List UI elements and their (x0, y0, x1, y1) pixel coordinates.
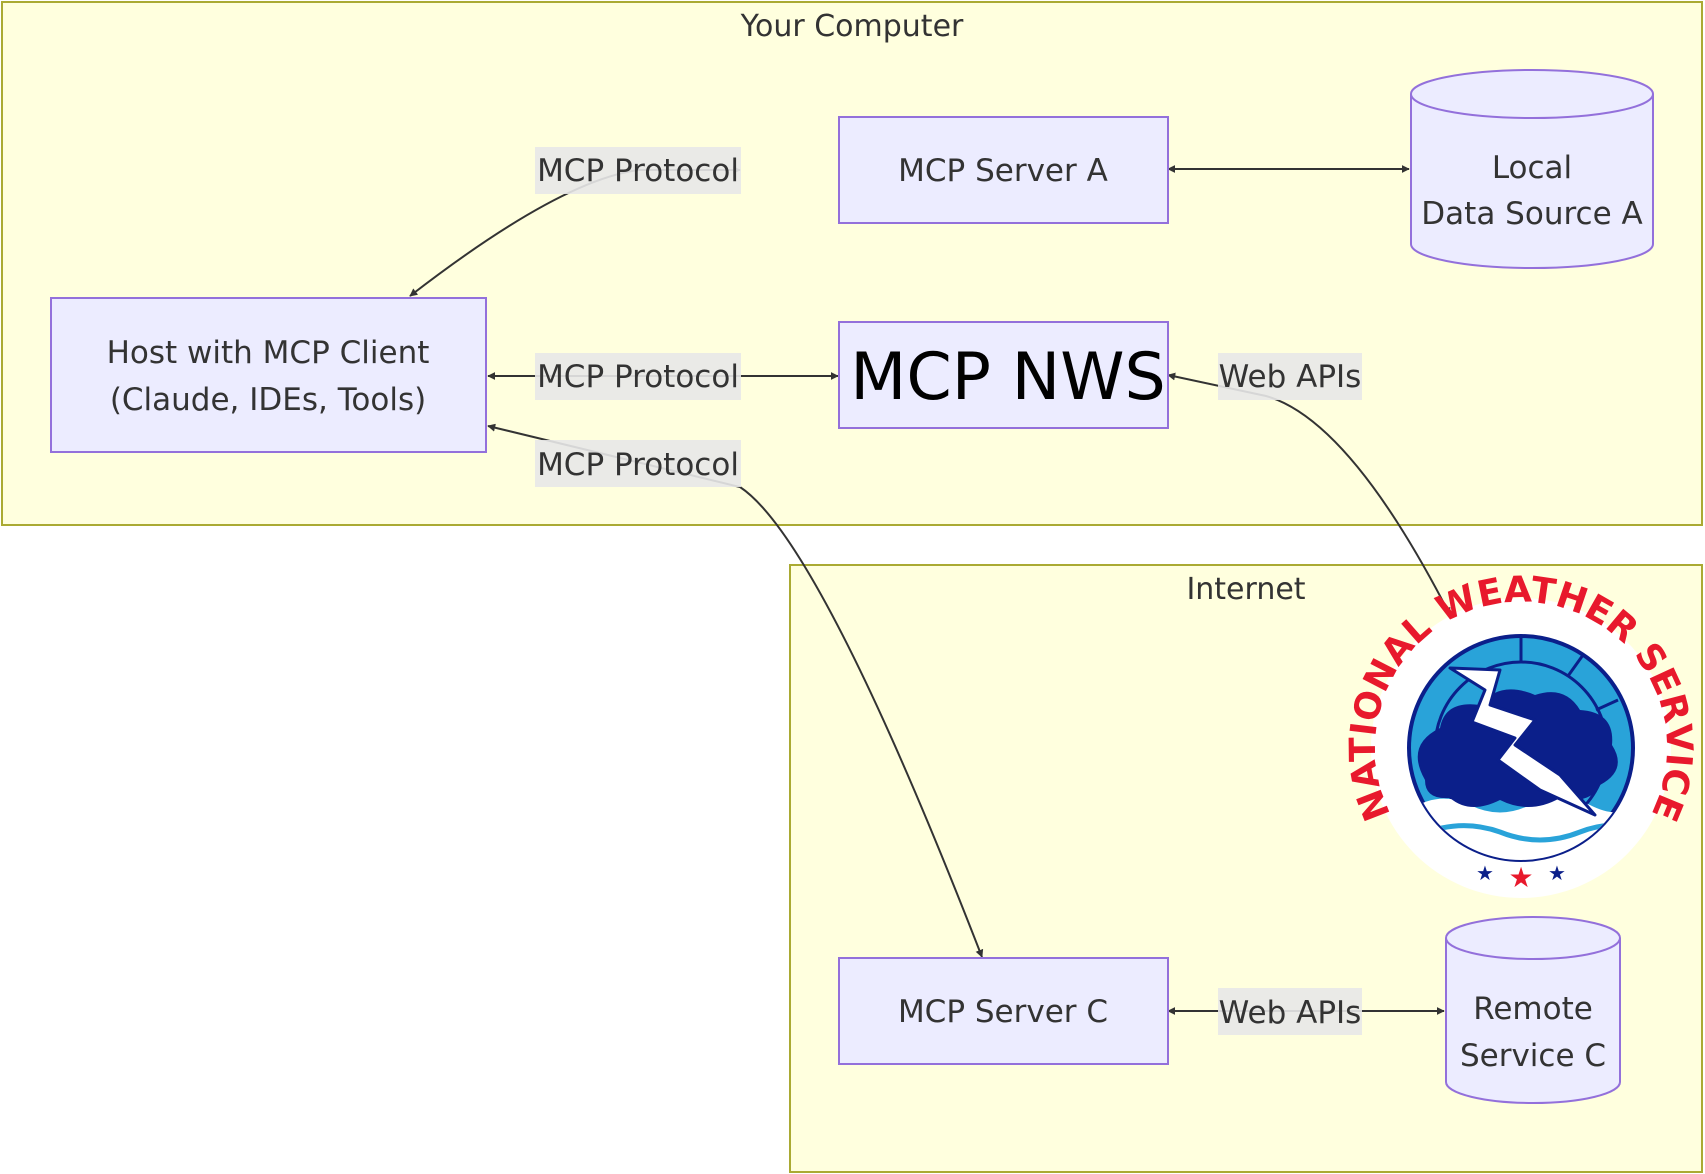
edge-label-c-remote: Web APIs (1218, 988, 1362, 1035)
node-mcp-nws[interactable]: MCP NWS (838, 321, 1169, 429)
cluster-your-computer-title: Your Computer (740, 9, 964, 44)
edge-label-host-a: MCP Protocol (535, 147, 741, 194)
svg-text:★: ★ (1508, 861, 1533, 894)
node-mcp-server-a[interactable]: MCP Server A (838, 116, 1169, 224)
node-remote-service-c[interactable]: Remote Service C (1445, 916, 1621, 1104)
edge-label-host-nws: MCP Protocol (535, 353, 741, 400)
cluster-internet-title: Internet (1186, 572, 1305, 607)
svg-text:Remote: Remote (1473, 991, 1593, 1027)
svg-text:Local: Local (1492, 150, 1572, 186)
svg-text:★: ★ (1548, 861, 1566, 885)
edge-host-to-server-c (487, 423, 984, 958)
svg-text:MCP Protocol: MCP Protocol (537, 153, 739, 189)
svg-text:Host with MCP Client: Host with MCP Client (107, 335, 430, 371)
svg-text:MCP Protocol: MCP Protocol (537, 447, 739, 483)
svg-text:MCP NWS: MCP NWS (850, 340, 1165, 415)
svg-text:★: ★ (1476, 861, 1494, 885)
svg-text:Web APIs: Web APIs (1219, 995, 1362, 1031)
svg-text:(Claude, IDEs, Tools): (Claude, IDEs, Tools) (110, 382, 426, 418)
edge-label-host-c: MCP Protocol (535, 440, 741, 487)
svg-text:Web APIs: Web APIs (1219, 359, 1362, 395)
svg-text:MCP Server C: MCP Server C (898, 994, 1108, 1030)
svg-text:MCP Server A: MCP Server A (898, 153, 1108, 189)
node-mcp-server-c[interactable]: MCP Server C (838, 957, 1169, 1065)
svg-text:Service C: Service C (1460, 1038, 1606, 1074)
node-host-client[interactable]: Host with MCP Client (Claude, IDEs, Tool… (50, 297, 487, 453)
svg-text:Data Source A: Data Source A (1421, 196, 1642, 232)
edge-nws-to-weather-service (1167, 372, 1451, 616)
svg-text:MCP Protocol: MCP Protocol (537, 359, 739, 395)
edge-label-nws-web: Web APIs (1218, 353, 1362, 400)
node-local-data-source-a[interactable]: Local Data Source A (1410, 69, 1654, 269)
